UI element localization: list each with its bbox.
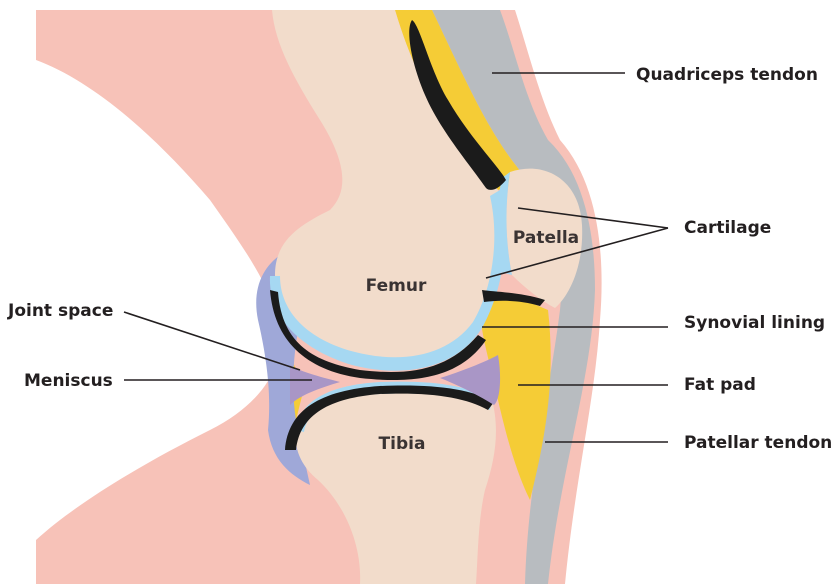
fat-pad-label: Fat pad: [684, 375, 756, 395]
cartilage-label: Cartilage: [684, 218, 771, 238]
meniscus-label: Meniscus: [24, 371, 113, 391]
tibia-label: Tibia: [379, 434, 426, 454]
synovial-lining-label: Synovial lining: [684, 313, 825, 333]
quadriceps-tendon-label: Quadriceps tendon: [636, 65, 818, 85]
joint-space-label: Joint space: [7, 301, 113, 321]
patellar-tendon-label: Patellar tendon: [684, 433, 832, 453]
femur-label: Femur: [366, 276, 427, 296]
patella-label: Patella: [513, 228, 579, 248]
